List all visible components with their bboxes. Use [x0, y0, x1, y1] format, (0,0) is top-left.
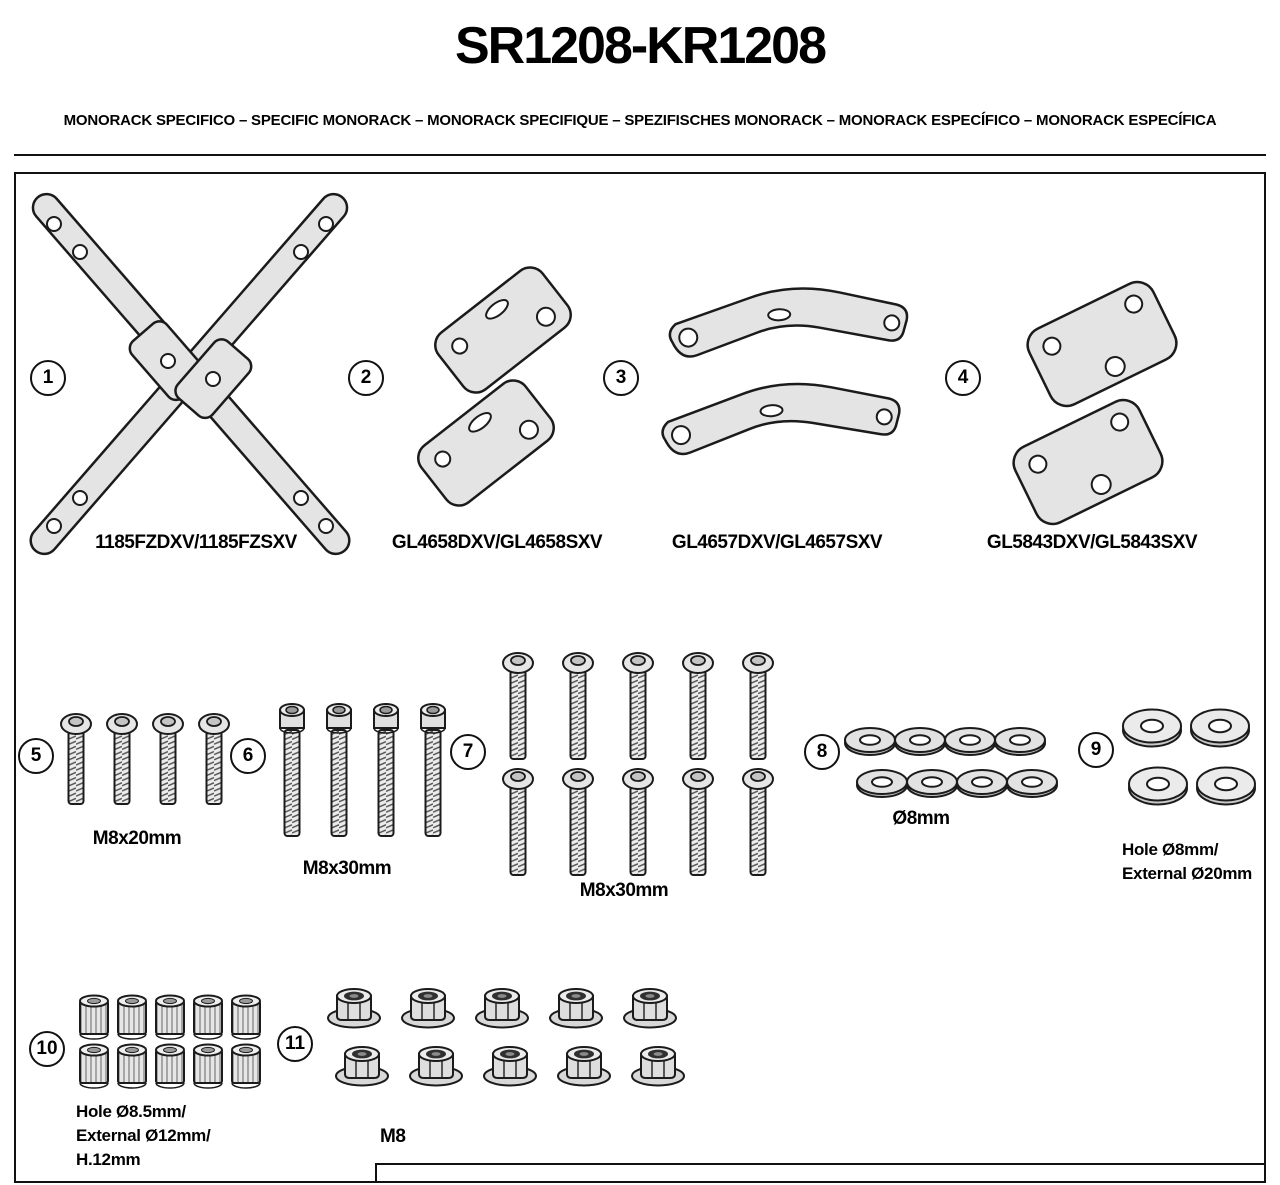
part-10-label-line-3: H.12mm: [76, 1150, 141, 1169]
knurled-spacers-drawing: [79, 994, 261, 1089]
part-9-label-line-2: External Ø20mm: [1122, 864, 1252, 883]
monorack-x-frame-drawing: [29, 192, 351, 556]
part-7-label: M8x30mm: [579, 880, 669, 901]
part-10-label-line-1: Hole Ø8.5mm/: [76, 1102, 186, 1121]
part-1-number-badge: 1: [30, 360, 66, 396]
part-number: 9: [1090, 739, 1102, 760]
part-number: 6: [242, 745, 254, 766]
part-number: 10: [36, 1038, 58, 1059]
part-number: 7: [462, 741, 474, 762]
next-section-border: [375, 1163, 1264, 1183]
header-divider: [14, 154, 1266, 156]
part-number: 1: [42, 367, 54, 388]
button-head-screws-m8x30-drawing: [502, 652, 774, 876]
part-number: 3: [615, 367, 627, 388]
part-number: 2: [360, 367, 372, 388]
part-9-number-badge: 9: [1078, 732, 1114, 768]
part-5-label: M8x20mm: [92, 828, 182, 849]
part-6-label: M8x30mm: [302, 858, 392, 879]
part-11-number-badge: 11: [277, 1026, 313, 1062]
part-2-label: GL4658DXV/GL4658SXV: [391, 532, 603, 553]
page-title: SR1208-KR1208: [454, 17, 827, 75]
part-5-number-badge: 5: [18, 738, 54, 774]
part-10-label-line-2: External Ø12mm/: [76, 1126, 211, 1145]
part-9-label-line-1: Hole Ø8mm/: [1122, 840, 1219, 859]
button-head-screws-m8x20-drawing: [60, 713, 230, 805]
part-number: 11: [284, 1033, 306, 1054]
part-9-label: Hole Ø8mm/ External Ø20mm: [1122, 838, 1252, 886]
part-1-label: 1185FZDXV/1185FZSXV: [95, 532, 297, 553]
part-8-label: Ø8mm: [892, 808, 950, 829]
page-subtitle: MONORACK SPECIFICO – SPECIFIC MONORACK –…: [63, 112, 1217, 129]
part-2-number-badge: 2: [348, 360, 384, 396]
part-10-number-badge: 10: [29, 1031, 65, 1067]
part-number: 5: [30, 745, 42, 766]
part-3-number-badge: 3: [603, 360, 639, 396]
side-bracket-plates-drawing: [417, 266, 572, 507]
large-flat-washers-drawing: [1122, 708, 1256, 806]
parts-diagram-border: [14, 172, 1266, 1183]
part-4-label: GL5843DXV/GL5843SXV: [986, 532, 1198, 553]
part-4-number-badge: 4: [945, 360, 981, 396]
part-7-number-badge: 7: [450, 734, 486, 770]
part-11-label: M8: [380, 1126, 406, 1147]
part-number: 8: [816, 741, 828, 762]
part-10-label: Hole Ø8.5mm/ External Ø12mm/ H.12mm: [76, 1100, 211, 1172]
mounting-plates-drawing: [1012, 280, 1178, 526]
part-6-number-badge: 6: [230, 738, 266, 774]
part-number: 4: [957, 367, 969, 388]
socket-cap-screws-drawing: [279, 703, 446, 837]
part-8-number-badge: 8: [804, 734, 840, 770]
flange-nuts-drawing: [327, 988, 685, 1087]
part-3-label: GL4657DXV/GL4657SXV: [671, 532, 883, 553]
washers-drawing: [844, 727, 1058, 798]
bracket-arms-drawing: [661, 287, 909, 456]
